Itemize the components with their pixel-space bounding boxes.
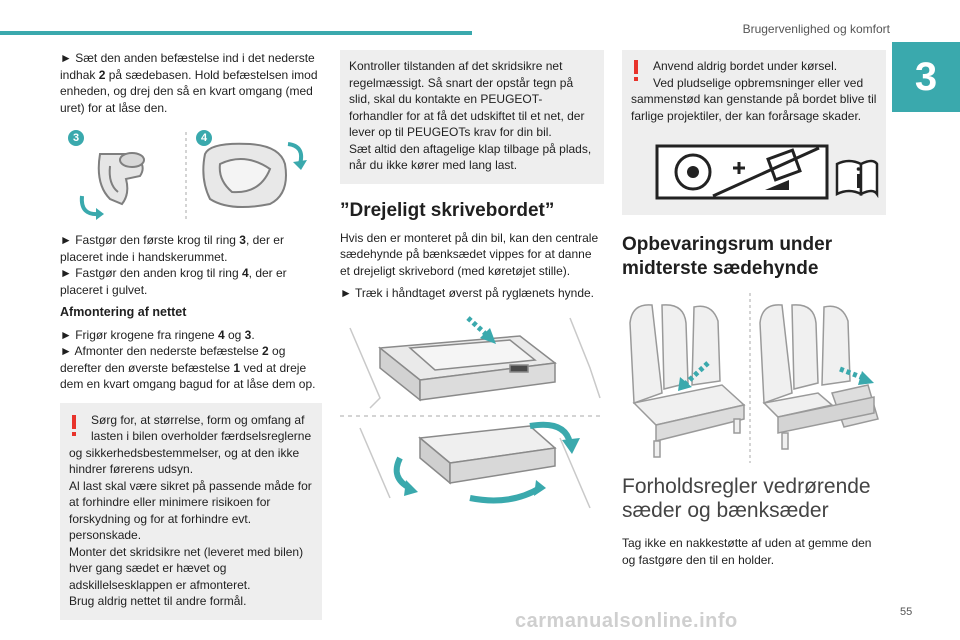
warning-icon [71,414,77,439]
storage-under-seat-illustration [622,293,886,463]
page-number: 55 [900,606,913,618]
figure-label-3: 3 [68,130,84,146]
body-text: Hvis den er monteret på din bil, kan den… [340,230,599,278]
warning-text: sammenstød kan genstande på bordet blive… [631,92,877,123]
instruction-step: ► Fastgør den første krog til ring 3, de… [60,233,287,297]
section-heading: ”Drejeligt skrivebordet” [340,199,555,221]
instruction-step: ► Sæt den anden befæstelse ind i det ned… [60,51,318,115]
watermark: carmanualsonline.info [515,610,738,632]
subheading: Afmontering af nettet [60,305,187,319]
instruction-step: ► Frigør krogene fra ringene 4 og 3.► Af… [60,327,316,392]
warning-text: og sikkerhedsbestemmelser, og at den ikk… [69,445,300,477]
net-hook-illustration: 3 4 [60,124,322,224]
chapter-tab: 3 [892,42,960,112]
column-3: Anvend aldrig bordet under kørsel. Ved p… [622,50,886,574]
header-accent-bar [0,31,472,35]
warning-icon [633,60,639,84]
warning-box: Sørg for, at størrelse, form og omfang a… [60,402,322,620]
info-text: Kontroller tilstanden af det skridsikre … [349,59,585,139]
warning-box: Anvend aldrig bordet under kørsel. Ved p… [622,50,886,215]
warning-text: Anvend aldrig bordet under kørsel. [653,59,838,73]
body-text: Tag ikke en nakkestøtte af uden at gemme… [622,536,872,567]
warning-text: Ved pludselige opbremsninger eller ved [653,75,864,90]
instruction-step: ► Træk i håndtaget øverst på ryglænets h… [340,286,594,300]
warning-text: Al last skal være sikret på passende måd… [69,478,312,543]
section-heading: Forholdsregler vedrørende sæder og bænks… [622,475,871,522]
info-box: Kontroller tilstanden af det skridsikre … [340,50,604,184]
swivel-desk-illustration [340,307,604,518]
section-title: Brugervenlighed og komfort [742,22,890,36]
section-heading: Opbevaringsrum under midterste sædehynde [622,234,833,279]
column-2: Kontroller tilstanden af det skridsikre … [340,50,604,518]
warning-text: Sørg for, at størrelse, form og omfang a… [91,412,312,444]
no-table-while-driving-icon [655,144,879,200]
column-1: ► Sæt den anden befæstelse ind i det ned… [60,50,322,620]
info-text: Sæt altid den aftagelige klap tilbage på… [349,141,592,173]
warning-text: Monter det skridsikre net (leveret med b… [69,544,304,592]
figure-label-4: 4 [196,130,212,146]
warning-text: Brug aldrig nettet til andre formål. [69,594,247,608]
